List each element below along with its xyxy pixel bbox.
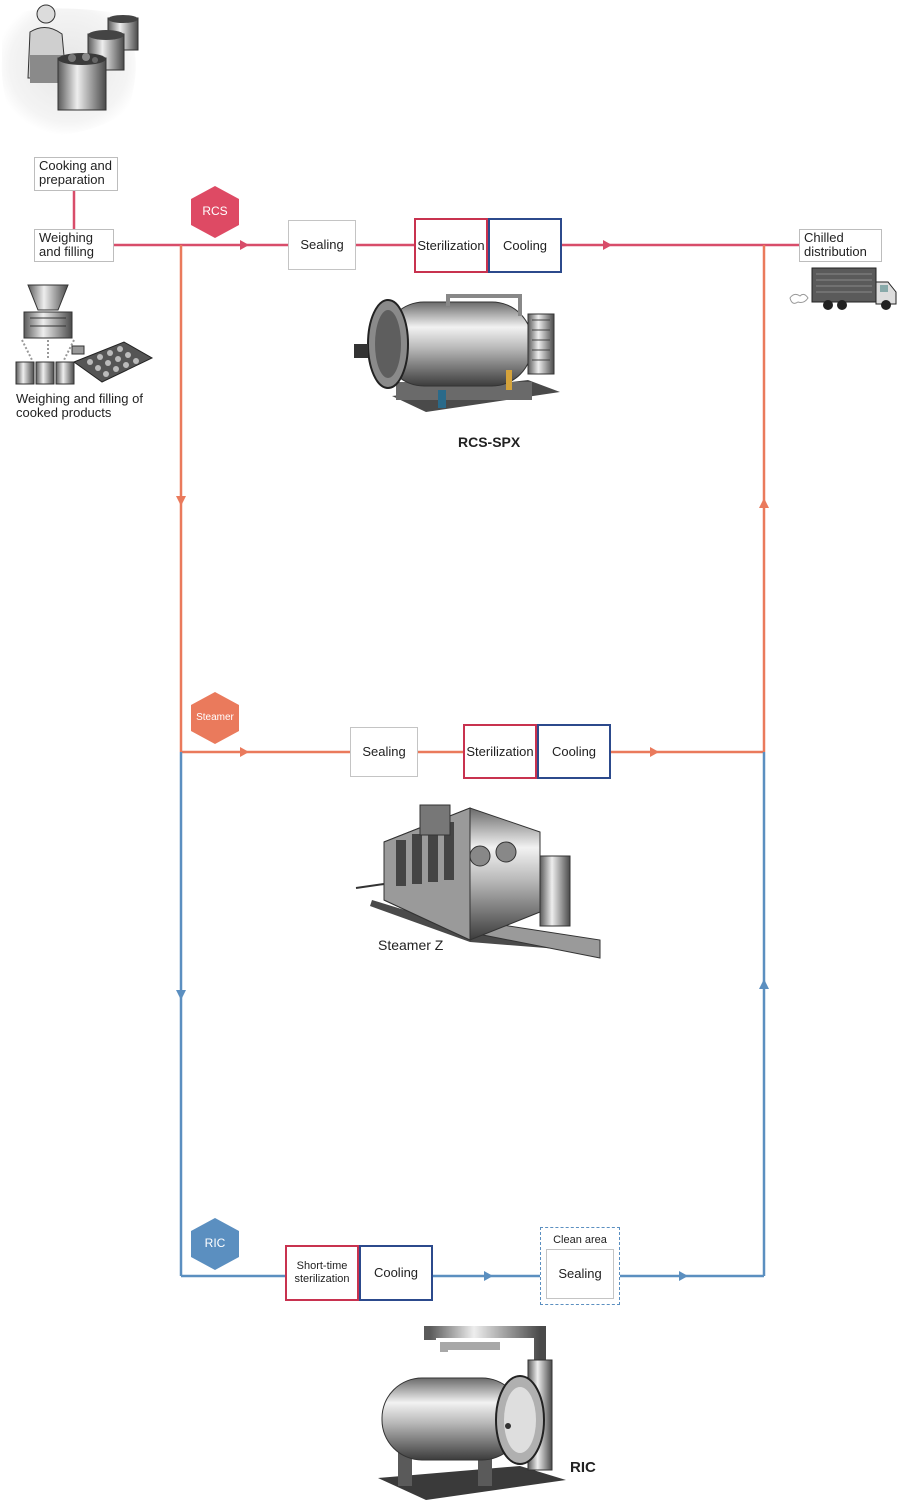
steamer-cooling-step: Cooling	[537, 724, 611, 779]
flow-arrow	[240, 747, 249, 757]
steamer-badge	[191, 692, 239, 744]
ric-sealing-step: Sealing	[546, 1249, 614, 1299]
flow-arrow	[679, 1271, 688, 1281]
rcs-badge-label: RCS	[202, 204, 228, 218]
steamer-z-caption: Steamer Z	[378, 937, 444, 953]
steamer-badge-label: Steamer	[196, 712, 234, 723]
ric-badge-label: RIC	[204, 1236, 226, 1250]
rcs-sealing-step: Sealing	[288, 220, 356, 270]
rcs-spx-caption: RCS-SPX	[458, 434, 521, 450]
steamer-sterilization-step: Sterilization	[463, 724, 537, 779]
ric-cooling-step: Cooling	[359, 1245, 433, 1301]
flow-arrow	[176, 990, 186, 1000]
ric-badge	[191, 1218, 239, 1270]
clean-area-label: Clean area	[553, 1234, 607, 1246]
cooking-illustration	[1, 4, 139, 136]
ric-sterilization-step: Short-time sterilization	[285, 1245, 359, 1301]
weighing-filling-label: Weighing and filling	[34, 229, 114, 262]
rcs-cooling-step: Cooling	[488, 218, 562, 273]
filling-machine-illustration	[15, 284, 154, 385]
flow-arrow	[484, 1271, 493, 1281]
flow-arrow	[240, 240, 249, 250]
rcs-sterilization-step: Sterilization	[414, 218, 488, 273]
rcs-badge	[191, 186, 239, 238]
flow-arrow	[603, 240, 612, 250]
steamer-sealing-step: Sealing	[350, 727, 418, 777]
ric-caption: RIC	[570, 1459, 596, 1476]
chilled-distribution-label: Chilled distribution	[799, 229, 882, 262]
steamer-z-machine-illustration	[355, 804, 601, 959]
flow-arrow	[176, 496, 186, 506]
flow-arrow	[650, 747, 659, 757]
cooking-preparation-label: Cooking and preparation	[34, 157, 118, 191]
flow-arrow	[759, 498, 769, 508]
rcs-spx-machine-illustration	[354, 294, 560, 412]
flow-arrow	[759, 979, 769, 989]
weighing-filling-caption: Weighing and filling of cooked products	[16, 391, 143, 420]
truck-illustration	[789, 267, 897, 310]
ric-machine-illustration	[378, 1326, 566, 1500]
